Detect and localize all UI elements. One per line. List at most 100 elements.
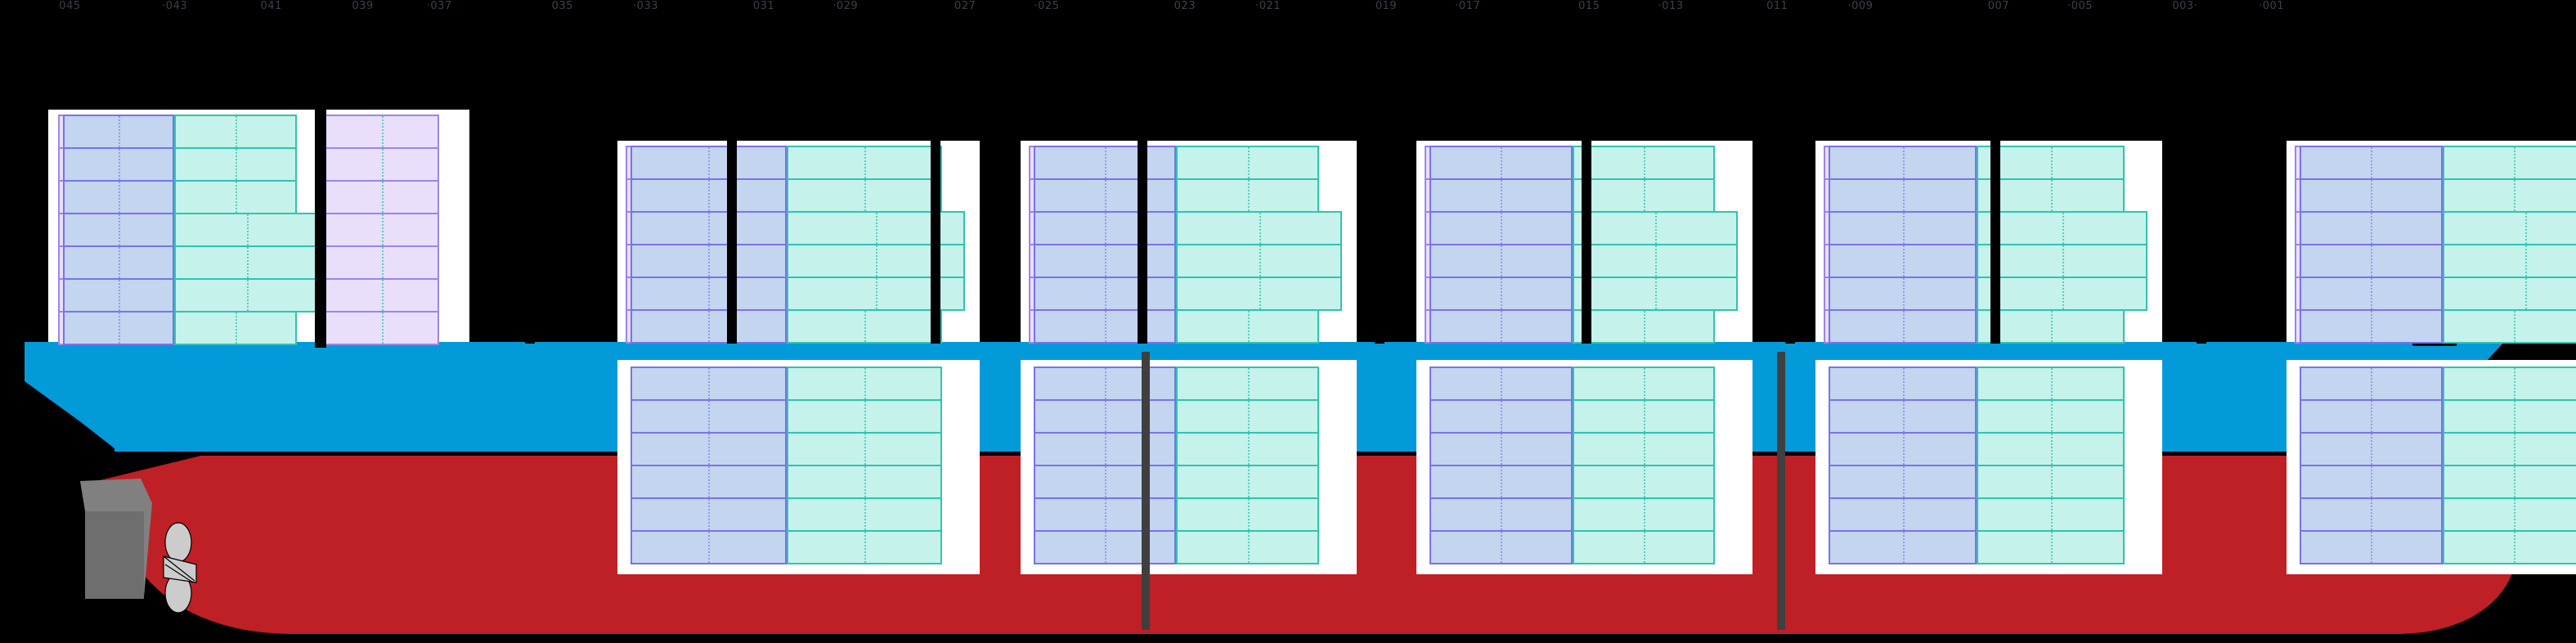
slot-loaded-40ft[interactable] (1572, 497, 1716, 532)
slot-loaded-40ft[interactable] (1977, 146, 2125, 180)
slot-loaded-20ft[interactable] (631, 277, 787, 311)
slot-loaded-40ft[interactable] (786, 465, 943, 499)
slot-loaded-40ft[interactable] (1977, 244, 2148, 278)
slot-loaded-40ft[interactable] (1977, 399, 2125, 434)
slot-loaded-20ft[interactable] (63, 311, 175, 345)
slot-loaded-20ft[interactable] (63, 245, 175, 280)
slot-loaded-40ft[interactable] (786, 178, 943, 213)
slot-loaded-20ft[interactable] (1429, 244, 1573, 278)
slot-loaded-20ft[interactable] (1429, 178, 1573, 213)
slot-loaded-20ft[interactable] (1033, 366, 1177, 401)
slot-reserved[interactable] (324, 147, 440, 182)
slot-loaded-40ft[interactable] (2442, 432, 2576, 466)
slot-loaded-40ft[interactable] (786, 366, 943, 401)
slot-loaded-20ft[interactable] (63, 278, 175, 313)
slot-loaded-20ft[interactable] (1829, 399, 1977, 434)
slot-loaded-20ft[interactable] (2300, 465, 2443, 499)
slot-loaded-20ft[interactable] (1829, 211, 1977, 245)
slot-loaded-20ft[interactable] (631, 366, 787, 401)
slot-loaded-40ft[interactable] (786, 497, 943, 532)
slot-loaded-40ft[interactable] (1176, 146, 1319, 180)
slot-loaded-20ft[interactable] (631, 244, 787, 278)
slot-loaded-40ft[interactable] (174, 311, 297, 345)
slot-loaded-40ft[interactable] (786, 432, 943, 466)
slot-reserved[interactable] (324, 245, 440, 280)
slot-loaded-20ft[interactable] (1033, 530, 1177, 564)
slot-loaded-20ft[interactable] (1829, 277, 1977, 311)
slot-loaded-40ft[interactable] (2442, 146, 2576, 180)
slot-loaded-40ft[interactable] (2442, 366, 2576, 401)
slot-loaded-40ft[interactable] (1176, 399, 1319, 434)
slot-loaded-40ft[interactable] (2442, 497, 2576, 532)
slot-loaded-40ft[interactable] (2442, 244, 2576, 278)
slot-loaded-20ft[interactable] (631, 465, 787, 499)
slot-loaded-40ft[interactable] (1977, 432, 2125, 466)
slot-loaded-20ft[interactable] (631, 530, 787, 564)
slot-loaded-40ft[interactable] (2442, 465, 2576, 499)
slot-loaded-20ft[interactable] (1429, 309, 1573, 344)
slot-loaded-20ft[interactable] (1033, 432, 1177, 466)
slot-loaded-40ft[interactable] (1572, 399, 1716, 434)
slot-loaded-40ft[interactable] (1176, 465, 1319, 499)
slot-loaded-40ft[interactable] (174, 213, 320, 247)
slot-loaded-20ft[interactable] (2300, 432, 2443, 466)
slot-loaded-20ft[interactable] (631, 178, 787, 213)
slot-loaded-20ft[interactable] (63, 213, 175, 247)
slot-loaded-40ft[interactable] (2442, 309, 2576, 344)
slot-loaded-20ft[interactable] (1033, 146, 1177, 180)
slot-reserved[interactable] (324, 180, 440, 214)
slot-loaded-20ft[interactable] (2300, 309, 2443, 344)
slot-loaded-40ft[interactable] (1176, 530, 1319, 564)
slot-loaded-40ft[interactable] (1977, 178, 2125, 213)
slot-loaded-40ft[interactable] (1572, 277, 1739, 311)
slot-loaded-20ft[interactable] (1033, 309, 1177, 344)
slot-loaded-40ft[interactable] (1977, 465, 2125, 499)
slot-loaded-20ft[interactable] (1829, 465, 1977, 499)
slot-loaded-40ft[interactable] (2442, 211, 2576, 245)
slot-loaded-20ft[interactable] (2300, 211, 2443, 245)
slot-reserved[interactable] (324, 115, 440, 149)
slot-loaded-40ft[interactable] (786, 399, 943, 434)
slot-loaded-40ft[interactable] (1176, 211, 1342, 245)
slot-loaded-20ft[interactable] (2300, 366, 2443, 401)
slot-reserved[interactable] (324, 278, 440, 313)
slot-loaded-20ft[interactable] (1829, 530, 1977, 564)
slot-loaded-20ft[interactable] (1429, 277, 1573, 311)
slot-loaded-20ft[interactable] (2300, 497, 2443, 532)
slot-loaded-20ft[interactable] (1033, 178, 1177, 213)
slot-loaded-20ft[interactable] (1429, 399, 1573, 434)
slot-loaded-40ft[interactable] (1572, 366, 1716, 401)
slot-loaded-40ft[interactable] (1977, 366, 2125, 401)
slot-loaded-40ft[interactable] (1176, 277, 1342, 311)
slot-loaded-20ft[interactable] (63, 147, 175, 182)
slot-loaded-20ft[interactable] (631, 497, 787, 532)
slot-loaded-20ft[interactable] (1429, 211, 1573, 245)
slot-loaded-20ft[interactable] (1829, 366, 1977, 401)
slot-loaded-20ft[interactable] (63, 115, 175, 149)
slot-loaded-20ft[interactable] (1829, 309, 1977, 344)
slot-loaded-20ft[interactable] (1033, 465, 1177, 499)
slot-loaded-20ft[interactable] (2300, 399, 2443, 434)
slot-loaded-20ft[interactable] (2300, 146, 2443, 180)
slot-loaded-20ft[interactable] (1033, 399, 1177, 434)
slot-loaded-40ft[interactable] (1572, 530, 1716, 564)
slot-loaded-20ft[interactable] (631, 211, 787, 245)
slot-loaded-40ft[interactable] (1176, 244, 1342, 278)
slot-loaded-40ft[interactable] (1977, 497, 2125, 532)
slot-loaded-20ft[interactable] (2300, 530, 2443, 564)
slot-loaded-20ft[interactable] (1829, 497, 1977, 532)
slot-loaded-20ft[interactable] (1033, 277, 1177, 311)
slot-loaded-20ft[interactable] (2300, 244, 2443, 278)
slot-loaded-40ft[interactable] (2442, 277, 2576, 311)
slot-reserved[interactable] (324, 213, 440, 247)
slot-loaded-20ft[interactable] (1829, 178, 1977, 213)
slot-loaded-20ft[interactable] (1033, 244, 1177, 278)
slot-loaded-40ft[interactable] (174, 147, 297, 182)
slot-loaded-20ft[interactable] (1429, 432, 1573, 466)
slot-loaded-40ft[interactable] (1572, 432, 1716, 466)
slot-loaded-40ft[interactable] (174, 115, 297, 149)
slot-loaded-40ft[interactable] (2442, 178, 2576, 213)
slot-loaded-40ft[interactable] (1572, 211, 1739, 245)
slot-loaded-40ft[interactable] (1176, 309, 1319, 344)
slot-loaded-40ft[interactable] (1977, 309, 2125, 344)
